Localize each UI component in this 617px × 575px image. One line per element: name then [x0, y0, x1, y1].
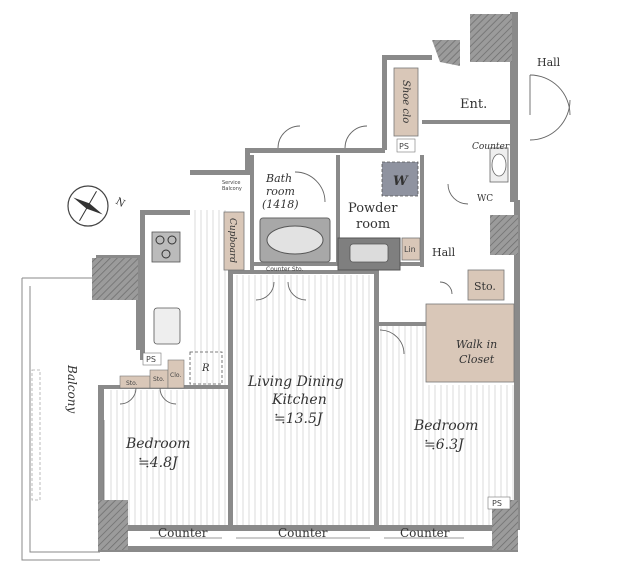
label-balcony: Balcony: [65, 364, 79, 413]
label-counter-1: Counter: [158, 526, 208, 540]
label-hall-inner: Hall: [432, 246, 456, 259]
label-powder-1: Powder: [348, 201, 398, 216]
label-bedroom-left: Bedroom: [125, 436, 190, 452]
label-ps-left: PS: [146, 355, 156, 364]
ps-bottom-box: [487, 496, 511, 510]
label-sto-1: Sto.: [126, 380, 138, 387]
label-counter-3: Counter: [400, 526, 450, 540]
column-top-right: [470, 14, 512, 62]
shoe-closet: [393, 67, 419, 137]
label-refrigerator: R: [201, 363, 210, 374]
label-cupboard: Cupboard: [227, 218, 237, 263]
label-counter-wc: Counter: [472, 142, 510, 152]
ldk-floor: [232, 275, 376, 525]
column-left: [92, 258, 138, 300]
label-ldk-1: Living Dining: [247, 374, 344, 390]
bedroom-right-floor-upper: [378, 325, 426, 385]
label-walk-in-1: Walk in: [456, 338, 497, 351]
closet-shelf: [167, 359, 185, 389]
label-powder-2: room: [356, 217, 390, 232]
kitchen-floor: [190, 210, 230, 390]
column-bottom-left: [98, 500, 128, 550]
label-sto-2: Sto.: [153, 376, 165, 383]
bathtub-basin: [266, 225, 324, 255]
kitchen-sink: [153, 307, 181, 345]
label-ldk-2: Kitchen: [271, 392, 327, 408]
label-shoe-closet: Shoe clo: [400, 80, 411, 123]
door-swings: [119, 74, 571, 405]
toilet-bowl: [491, 153, 507, 177]
label-washer: W: [393, 174, 409, 189]
ps-left-box: [142, 352, 162, 366]
washer-box: [381, 161, 419, 197]
label-wc: WC: [477, 194, 493, 204]
label-linen: Lin: [404, 245, 416, 254]
label-closet-small: Clo.: [170, 372, 181, 379]
walk-in-closet: [425, 303, 515, 383]
label-bedroom-right: Bedroom: [413, 418, 478, 434]
column-right: [490, 215, 518, 255]
label-counter-2: Counter: [278, 526, 328, 540]
label-hall-outer: Hall: [537, 56, 561, 69]
burner-3: [161, 249, 171, 259]
compass: [67, 185, 109, 227]
label-storage-hall: Sto.: [474, 280, 496, 293]
label-entrance: Ent.: [460, 97, 487, 112]
label-service-balcony-2: Balcony: [222, 186, 242, 192]
label-bath-1: Bath: [265, 172, 292, 185]
label-counter-sto: Counter Sto.: [266, 266, 304, 273]
column-top-mid: [432, 40, 460, 66]
cupboard: [223, 211, 245, 271]
label-service-balcony-1: Service: [222, 180, 240, 186]
refrigerator-box: [189, 351, 223, 385]
label-ldk-size: ≒13.5J: [274, 411, 324, 427]
compass-north-label: N: [114, 196, 127, 210]
balcony-area: [21, 258, 100, 561]
storage-hall: [467, 269, 505, 301]
ps-top-box: [396, 138, 416, 153]
label-bath-3: (1418): [262, 198, 299, 211]
label-bedroom-left-size: ≒4.8J: [138, 455, 179, 471]
burner-1: [155, 235, 165, 245]
label-walk-in-2: Closet: [459, 353, 495, 366]
windows: [103, 420, 464, 539]
label-bedroom-right-size: ≒6.3J: [424, 437, 465, 453]
linen-shelf: [401, 237, 421, 261]
label-bath-2: room: [266, 185, 295, 198]
label-ps-bottom: PS: [492, 499, 502, 508]
burner-2: [167, 235, 177, 245]
label-ps-top: PS: [399, 142, 409, 151]
vanity-sink: [349, 243, 389, 263]
